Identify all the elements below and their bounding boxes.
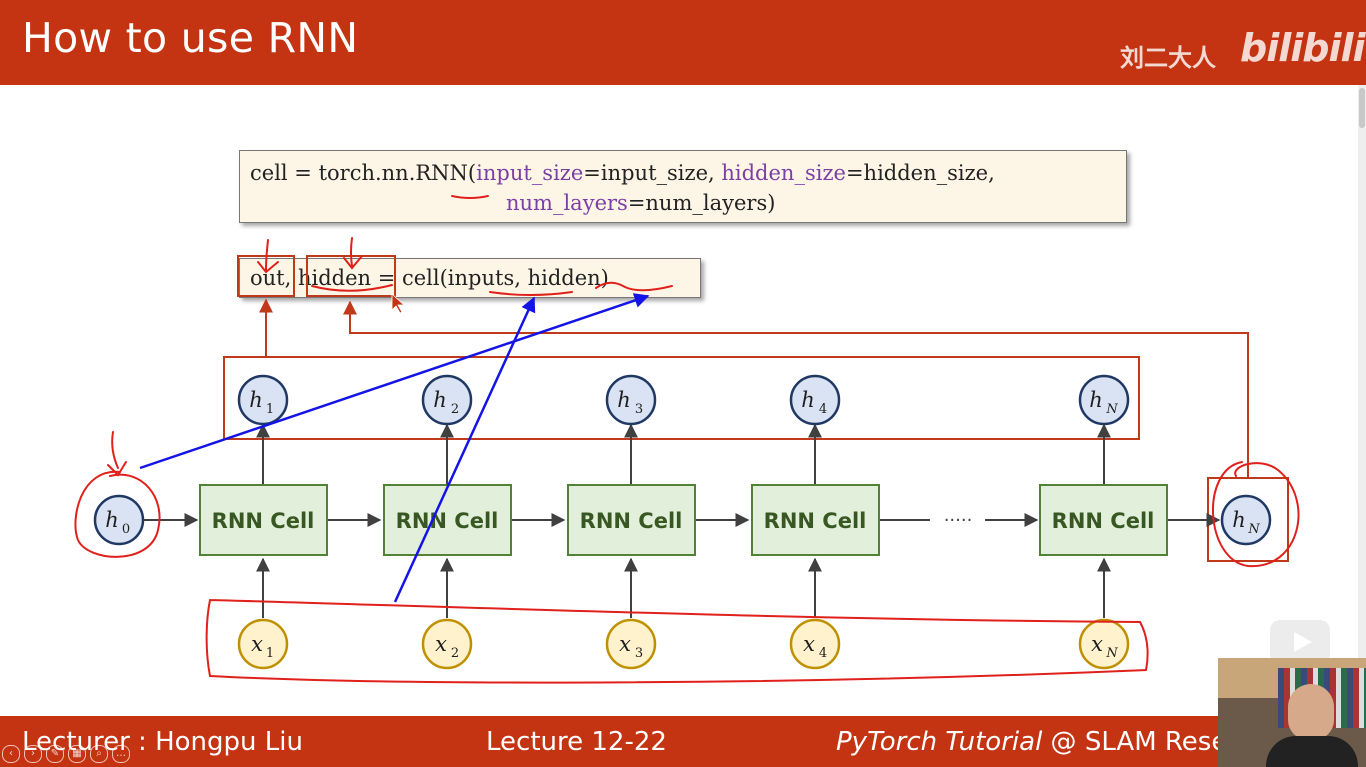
slide-footer (0, 716, 1366, 767)
scrollbar-thumb[interactable] (1359, 88, 1365, 128)
svg-text:h: h (433, 388, 447, 412)
prev-slide-icon[interactable]: ‹ (2, 745, 20, 763)
svg-text:x: x (1091, 632, 1103, 656)
input-node-4: x 4 (789, 618, 841, 670)
rnn-cell-label: RNN Cell (396, 509, 499, 533)
annotation-circle-hN (1212, 461, 1300, 568)
input-node-3: x 3 (605, 618, 657, 670)
next-slide-icon[interactable]: › (24, 745, 42, 763)
svg-text:0: 0 (122, 522, 130, 537)
slides-grid-icon[interactable]: ▦ (68, 745, 86, 763)
annotation-circle-h0 (74, 470, 161, 558)
rnn-cell-3: RNN Cell (567, 484, 696, 556)
scrollbar-track[interactable] (1358, 85, 1366, 716)
svg-text:3: 3 (635, 646, 643, 661)
svg-text:N: N (1105, 402, 1118, 417)
svg-text:2: 2 (451, 646, 459, 661)
code-line-2: num_layers=num_layers) (506, 191, 776, 215)
code-line-1: cell = torch.nn.RNN(input_size=input_siz… (250, 161, 995, 185)
hidden-states-box (223, 356, 1140, 440)
svg-text:4: 4 (819, 402, 827, 417)
zoom-icon[interactable]: ⌕ (90, 745, 108, 763)
svg-text:x: x (803, 632, 815, 656)
tutorial-label: PyTorch Tutorial @ SLAM Resea (836, 727, 1244, 757)
rnn-cell-label: RNN Cell (1052, 509, 1155, 533)
svg-text:1: 1 (266, 402, 274, 417)
rnn-constructor-code-box: cell = torch.nn.RNN(input_size=input_siz… (239, 150, 1127, 223)
lecture-label: Lecture 12-22 (486, 727, 667, 757)
hidden-node-3: h 3 (605, 374, 657, 426)
rnn-cell-label: RNN Cell (764, 509, 867, 533)
hidden-node-n: h N (1078, 374, 1130, 426)
rnn-cell-label: RNN Cell (580, 509, 683, 533)
hidden-return-arrow (343, 300, 1249, 478)
hidden-node-4: h 4 (789, 374, 841, 426)
svg-text:N: N (1247, 522, 1260, 537)
more-options-icon[interactable]: … (112, 745, 130, 763)
webcam-presenter (1218, 658, 1366, 767)
svg-text:4: 4 (819, 646, 827, 661)
svg-text:h: h (1232, 508, 1246, 532)
mouse-cursor (391, 293, 406, 314)
slide-title: How to use RNN (22, 14, 359, 62)
rnn-cell-4: RNN Cell (751, 484, 880, 556)
annotation-underline-rnn (451, 195, 489, 199)
svg-text:1: 1 (266, 646, 274, 661)
slideshow-controls[interactable]: ‹ › ✎ ▦ ⌕ … (2, 745, 130, 763)
annotation-mark-out (257, 239, 279, 274)
play-icon[interactable] (1270, 620, 1330, 664)
svg-text:N: N (1105, 646, 1118, 661)
annotation-underline-inputs (489, 291, 573, 296)
input-node-1: x 1 (237, 618, 289, 670)
input-node-n: x N (1078, 618, 1130, 670)
rnn-cell-2: RNN Cell (383, 484, 512, 556)
svg-text:h: h (617, 388, 631, 412)
annotation-underline-hidden-out (311, 284, 393, 292)
input-node-2: x 2 (421, 618, 473, 670)
final-hidden-node: h N (1220, 494, 1272, 546)
bilibili-logo: bilibili (1240, 26, 1366, 70)
svg-text:h: h (1089, 388, 1103, 412)
rnn-cell-n: RNN Cell (1039, 484, 1168, 556)
pen-tool-icon[interactable]: ✎ (46, 745, 64, 763)
svg-text:x: x (619, 632, 631, 656)
cell-call-code-box: out, hidden = cell(inputs, hidden) (239, 258, 701, 298)
slide-header (0, 0, 1366, 85)
call-code-line: out, hidden = cell(inputs, hidden) (250, 266, 609, 290)
annotation-arrow-inputs (393, 296, 536, 603)
brand-chinese-name: 刘二大人 (1120, 44, 1216, 72)
annotation-mark-h0 (107, 431, 127, 477)
annotation-underline-hidden-in (595, 281, 673, 292)
rnn-cell-1: RNN Cell (199, 484, 328, 556)
initial-hidden-node: h 0 (93, 494, 145, 546)
ellipsis: ····· (944, 510, 973, 531)
svg-text:x: x (251, 632, 263, 656)
svg-text:3: 3 (635, 402, 643, 417)
hidden-node-1: h 1 (237, 374, 289, 426)
svg-text:h: h (105, 508, 119, 532)
svg-text:x: x (435, 632, 447, 656)
svg-text:2: 2 (451, 402, 459, 417)
hidden-node-2: h 2 (421, 374, 473, 426)
svg-text:h: h (801, 388, 815, 412)
svg-text:h: h (249, 388, 263, 412)
annotation-mark-hidden (343, 237, 363, 270)
annotation-arrow-h0-to-hidden (139, 293, 650, 470)
rnn-cell-label: RNN Cell (212, 509, 315, 533)
annotation-loop-inputs (205, 599, 1149, 684)
